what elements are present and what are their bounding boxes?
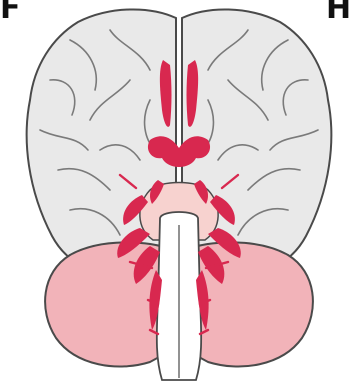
olfactory-nerves	[160, 60, 198, 127]
